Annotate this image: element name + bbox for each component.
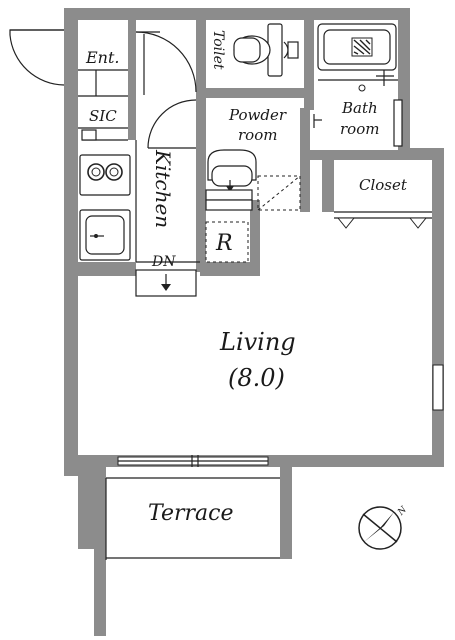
- terrace-label: Terrace: [148, 501, 233, 526]
- down-stairs-label: DN: [151, 254, 176, 270]
- kitchen-label: Kitchen: [151, 149, 175, 228]
- walls: [64, 8, 444, 636]
- terrace-door: [105, 455, 280, 560]
- washer-space: [257, 175, 301, 211]
- stairs: [135, 269, 197, 297]
- entrance-door: [9, 29, 128, 141]
- washbasin: [205, 149, 257, 211]
- bath-room-label-line1: Bath: [341, 99, 378, 117]
- powder-door: [147, 99, 197, 149]
- refrigerator-label: R: [215, 231, 233, 256]
- bath-room-label-line2: room: [340, 120, 379, 138]
- closet-doors: [334, 211, 432, 229]
- powder-room-label-line1: Powder: [228, 106, 287, 124]
- kitchen-fixtures: [79, 140, 200, 263]
- closet-label: Closet: [359, 176, 408, 194]
- toilet-label: Toilet: [210, 30, 226, 70]
- living-size-label: (8.0): [228, 364, 285, 392]
- entrance-label: Ent.: [85, 48, 120, 67]
- bathtub: [313, 23, 403, 147]
- refrigerator-space: [205, 221, 249, 263]
- powder-room-label-line2: room: [238, 126, 277, 144]
- compass: N: [358, 504, 410, 550]
- toilet-fixture: [233, 23, 299, 77]
- sic-label: SIC: [89, 107, 117, 125]
- living-label: Living: [219, 328, 296, 356]
- kitchen-door: [135, 31, 197, 95]
